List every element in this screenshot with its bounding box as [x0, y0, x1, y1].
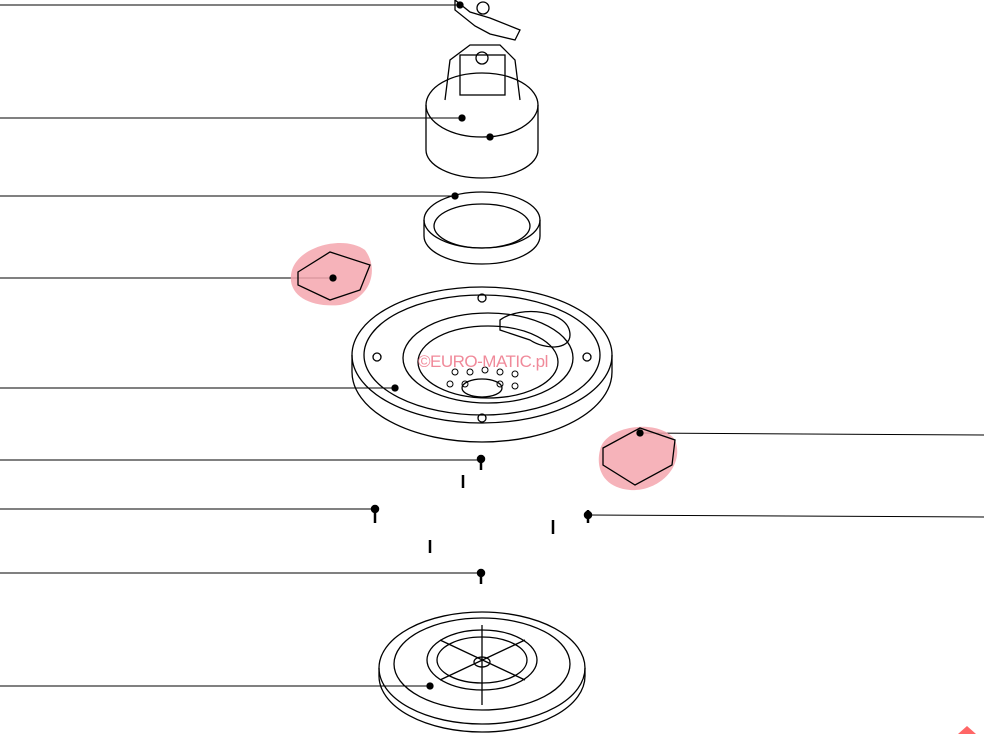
- leader-lines: [0, 4, 984, 687]
- part-bottom-filter-cover[interactable]: [378, 611, 586, 733]
- part-right-clip[interactable]: [598, 426, 678, 491]
- watermark: ©EURO-MATIC.pl: [418, 352, 548, 371]
- part-motor-top-bracket[interactable]: [454, 0, 521, 41]
- part-motor[interactable]: [425, 44, 539, 179]
- part-motor-gasket[interactable]: [423, 191, 541, 265]
- leader-line-right-clip: [639, 432, 984, 436]
- part-screw-3[interactable]: [476, 568, 486, 584]
- vent-holes: [446, 366, 519, 390]
- corner-marker-icon: [958, 726, 976, 734]
- part-motor-housing-base[interactable]: [351, 286, 613, 443]
- part-screw-1[interactable]: [476, 454, 486, 470]
- part-screw-2[interactable]: [370, 504, 380, 523]
- part-screw-4[interactable]: [583, 510, 593, 523]
- leader-line-screw-4: [587, 514, 984, 518]
- screws: [370, 454, 593, 584]
- part-left-clip[interactable]: [290, 242, 372, 306]
